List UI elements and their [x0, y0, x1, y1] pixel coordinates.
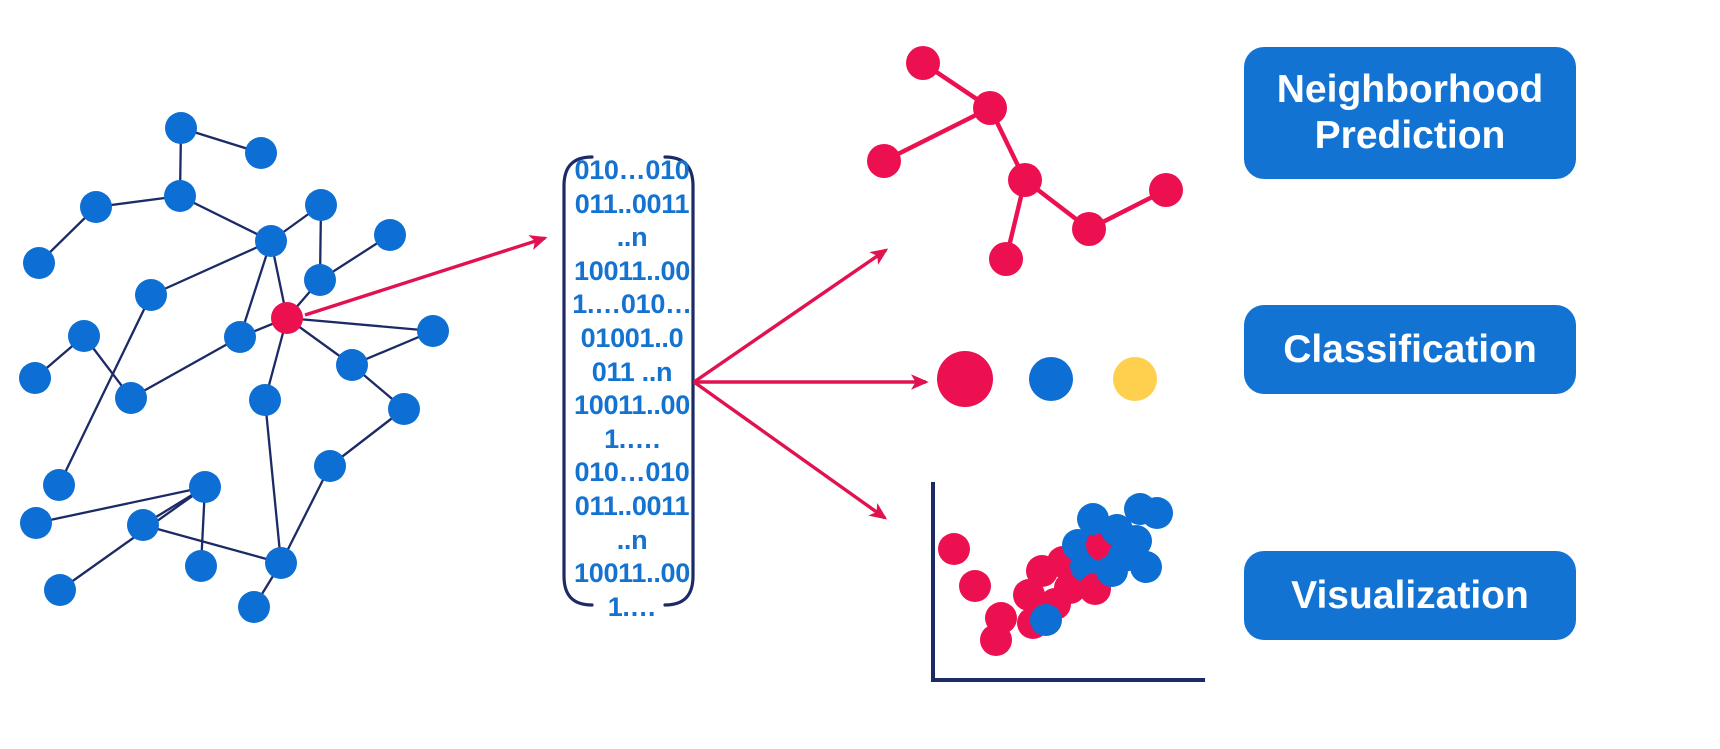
- graph-edge: [279, 465, 332, 564]
- scatter-points-group: [938, 493, 1173, 656]
- graph-node: [135, 279, 167, 311]
- input-graph-nodes: [19, 112, 449, 623]
- graph-node: [245, 137, 277, 169]
- graph-node: [255, 225, 287, 257]
- neighborhood-graph-edges: [883, 61, 1167, 260]
- graph-node: [314, 450, 346, 482]
- classification-circle-blue: [1029, 357, 1073, 401]
- scatter-point-blue: [1062, 529, 1094, 561]
- graph-node: [185, 550, 217, 582]
- graph-node: [336, 349, 368, 381]
- classification-circle-crimson: [937, 351, 993, 407]
- scatter-point-crimson: [1013, 579, 1045, 611]
- neighborhood-node: [867, 144, 901, 178]
- graph-node: [115, 382, 147, 414]
- pill-neighborhood-line-1: Neighborhood: [1276, 68, 1544, 111]
- graph-node: [23, 247, 55, 279]
- neighborhood-node: [973, 91, 1007, 125]
- scatter-point-blue: [1124, 493, 1156, 525]
- scatter-point-blue: [1120, 525, 1152, 557]
- graph-edge: [35, 485, 206, 525]
- graph-node: [189, 471, 221, 503]
- arrow-to-visualization: [693, 380, 888, 520]
- classification-circle-yellow: [1113, 357, 1157, 401]
- pill-neighborhood-prediction[interactable]: Neighborhood Prediction: [1244, 47, 1576, 179]
- graph-node: [164, 180, 196, 212]
- scatter-point-crimson: [938, 533, 970, 565]
- scatter-point-blue: [1030, 604, 1062, 636]
- neighborhood-node: [906, 46, 940, 80]
- pill-classification[interactable]: Classification: [1244, 305, 1576, 394]
- graph-node: [417, 315, 449, 347]
- graph-edge: [179, 194, 272, 243]
- graph-edge: [150, 239, 272, 297]
- neighborhood-node: [1149, 173, 1183, 207]
- graph-node: [265, 547, 297, 579]
- scatter-point-crimson: [980, 624, 1012, 656]
- graph-node: [238, 591, 270, 623]
- graph-edge: [59, 486, 206, 591]
- graph-node: [304, 264, 336, 296]
- arrow-to-neighborhood: [693, 248, 889, 384]
- pill-neighborhood-line-2: Prediction: [1314, 114, 1506, 157]
- graph-edge: [286, 316, 434, 333]
- pill-visualization[interactable]: Visualization: [1244, 551, 1576, 640]
- graph-node: [249, 384, 281, 416]
- arrows-group: [304, 235, 929, 520]
- graph-node: [68, 320, 100, 352]
- neighborhood-node: [1072, 212, 1106, 246]
- scatter-axes: [931, 482, 1205, 682]
- graph-edge: [238, 240, 273, 338]
- graph-node: [374, 219, 406, 251]
- neighborhood-graph-nodes: [867, 46, 1183, 276]
- scatter-point-blue: [1077, 503, 1109, 535]
- graph-node-highlighted: [271, 302, 303, 334]
- embedding-vector-bracket: [562, 155, 695, 607]
- scatter-point-blue: [1130, 551, 1162, 583]
- scatter-point-crimson: [1054, 572, 1086, 604]
- graph-node: [19, 362, 51, 394]
- pill-classification-line-1: Classification: [1283, 327, 1537, 371]
- arrow-input-to-vector: [304, 235, 548, 317]
- graph-edge: [130, 335, 241, 400]
- graph-edge: [57, 294, 153, 486]
- graph-node: [20, 507, 52, 539]
- neighborhood-node: [989, 242, 1023, 276]
- graph-edge: [263, 399, 283, 564]
- graph-node: [224, 321, 256, 353]
- neighborhood-edge: [883, 106, 991, 163]
- classification-circles-group: [937, 351, 1157, 407]
- graph-node: [44, 574, 76, 606]
- graph-edge: [142, 523, 282, 565]
- graph-node: [165, 112, 197, 144]
- graph-node: [388, 393, 420, 425]
- graph-node: [127, 509, 159, 541]
- pill-visualization-line-1: Visualization: [1291, 573, 1529, 617]
- graph-node: [305, 189, 337, 221]
- neighborhood-node: [1008, 163, 1042, 197]
- graph-node: [80, 191, 112, 223]
- scatter-point-crimson: [959, 570, 991, 602]
- graph-node: [43, 469, 75, 501]
